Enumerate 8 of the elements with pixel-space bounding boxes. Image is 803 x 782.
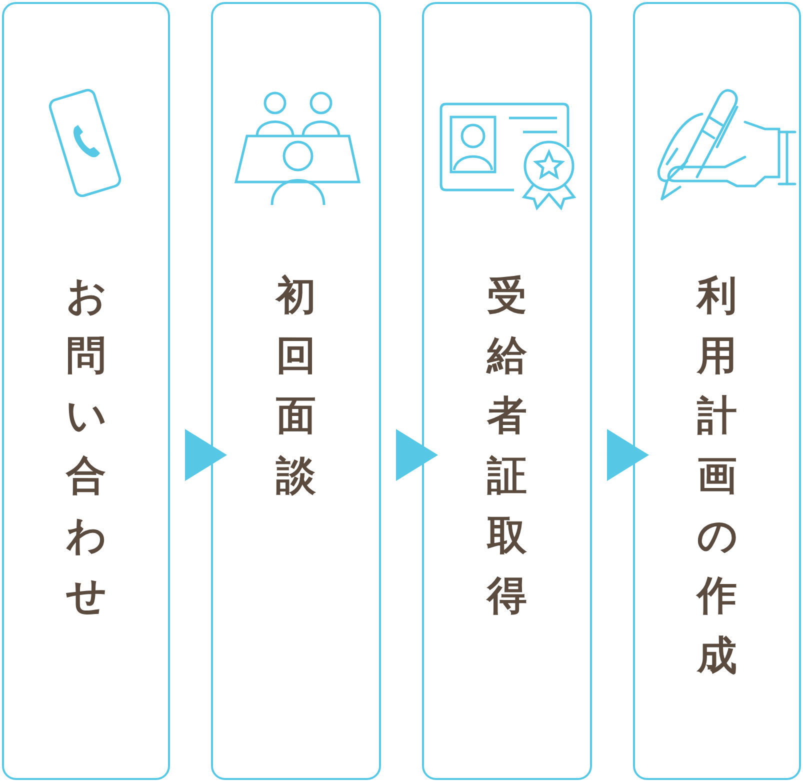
step-card	[211, 2, 381, 780]
step-label: お問い合わせ	[66, 272, 106, 621]
step-card	[2, 2, 170, 780]
step-label: 初回面談	[276, 272, 316, 501]
step-label: 利用計画の作成	[697, 272, 737, 681]
step-card	[633, 2, 801, 780]
step-label: 受給者証取得	[487, 272, 527, 621]
step-card	[422, 2, 592, 780]
